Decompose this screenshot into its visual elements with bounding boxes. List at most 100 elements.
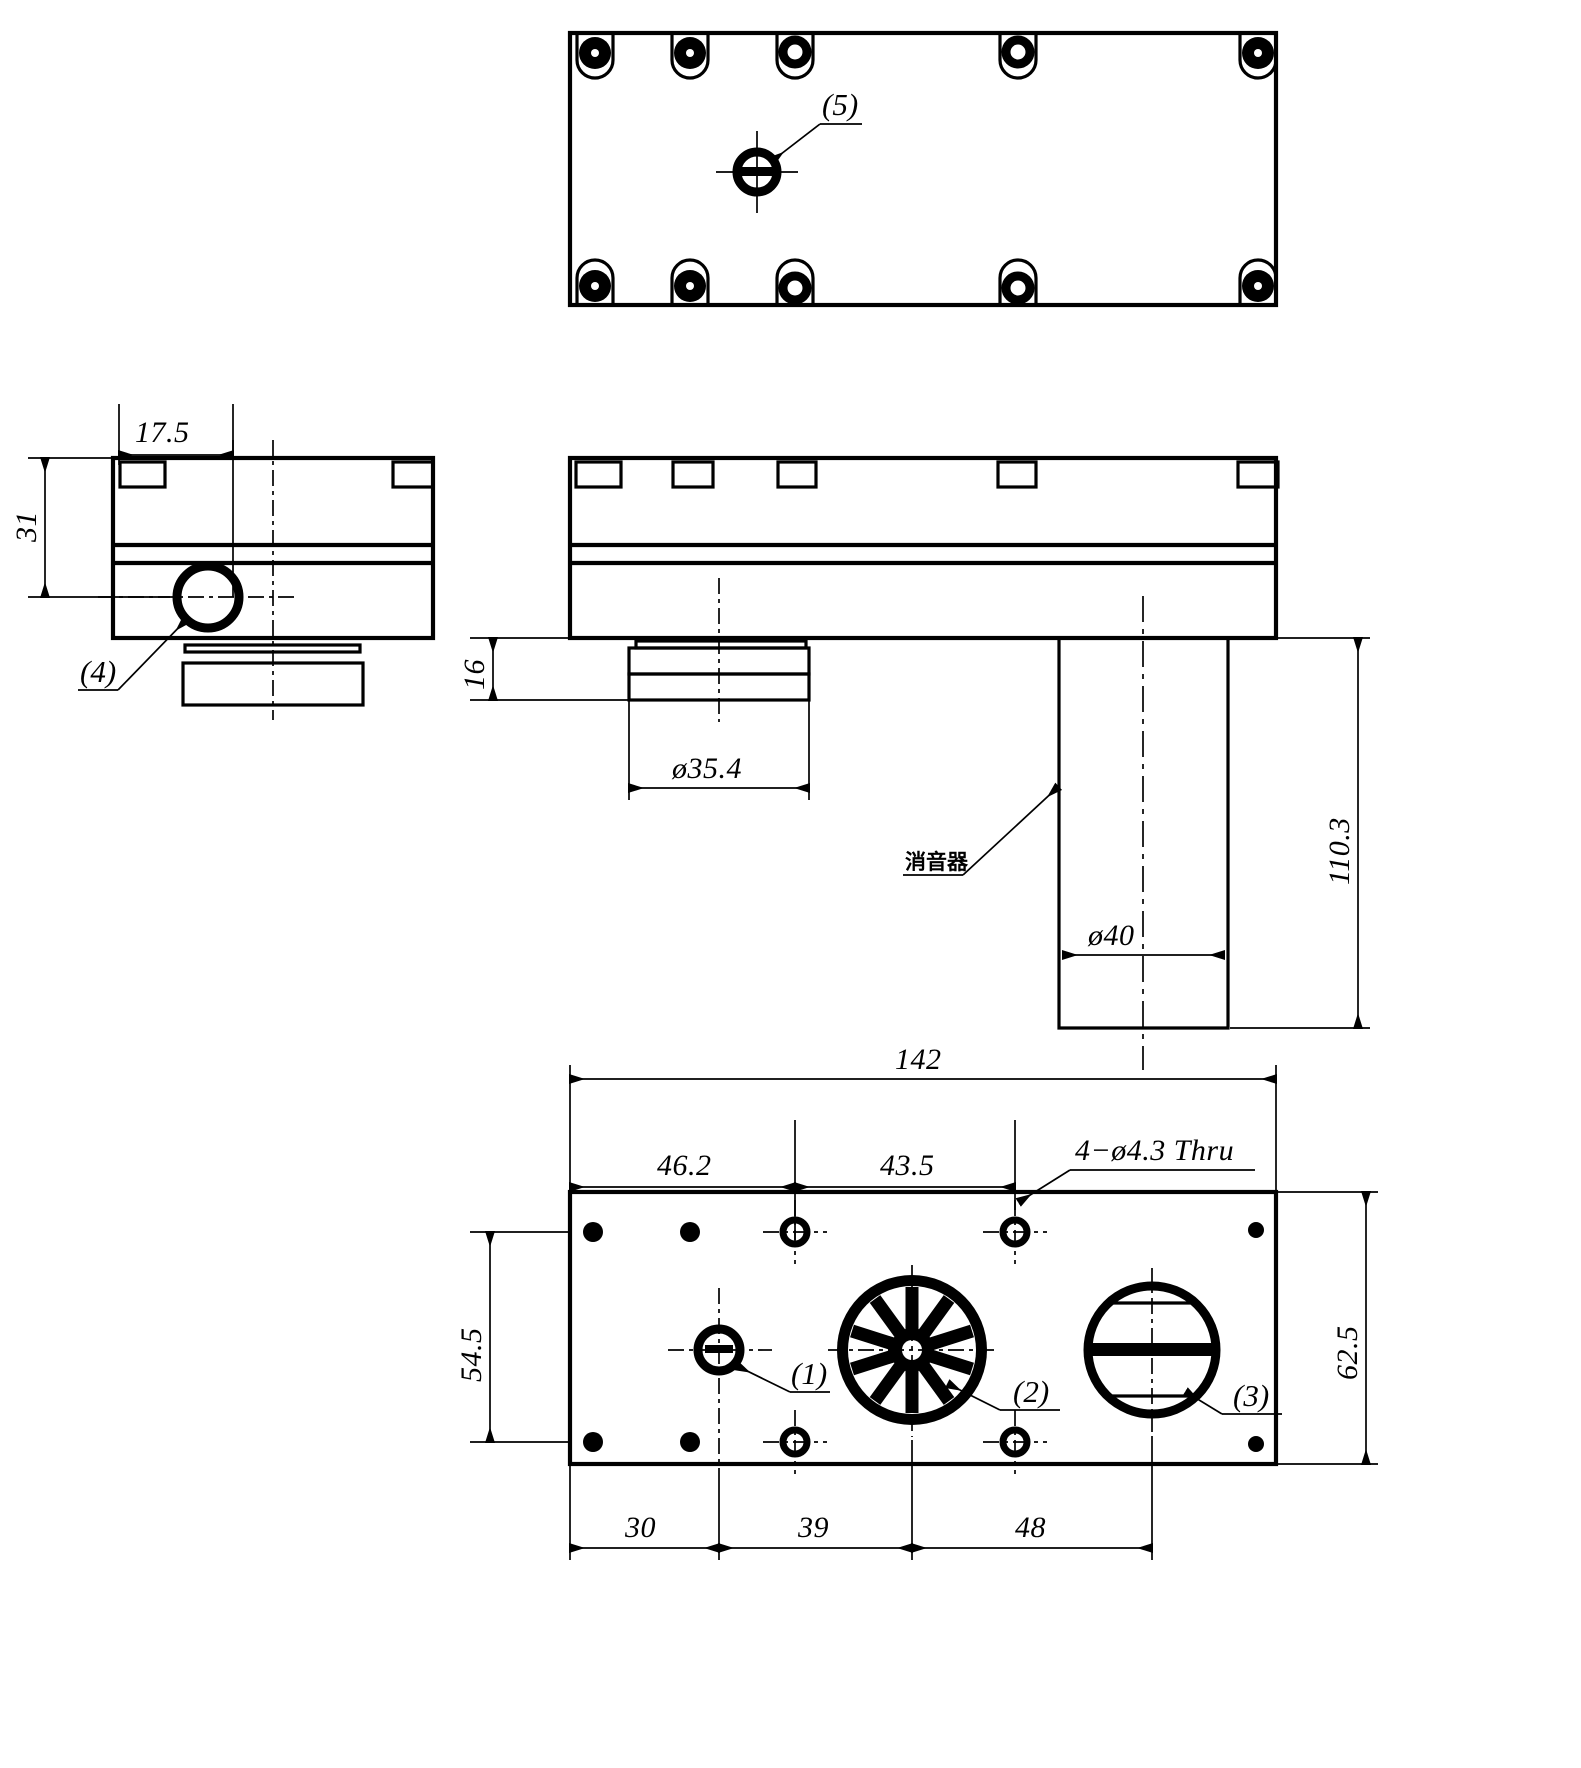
balloon-4-label: (4): [80, 654, 116, 689]
dim-chain-top-group: 46.2 43.5: [569, 1120, 1016, 1240]
front-view-port-spacer: [627, 578, 811, 722]
dim-62-5-label: 62.5: [1331, 1326, 1364, 1381]
boss-hole-4: [1001, 35, 1035, 69]
boss-slot-6: [575, 258, 615, 305]
muffler-annotation-group: 消音器: [903, 782, 1063, 876]
bottom-view-port-1: (1): [668, 1288, 830, 1470]
balloon-1-leader: [733, 1361, 791, 1393]
dim-48-label: 48: [1015, 1511, 1046, 1544]
boss-hole-3: [778, 35, 812, 69]
balloon-4-group: (4): [78, 615, 191, 691]
dim-chain-bottom-group: 30 39 48: [569, 1436, 1153, 1560]
dim-40-group: ø40: [1062, 919, 1225, 960]
left-side-view: 17.5 31 (4): [10, 404, 436, 720]
boss-slot-9: [998, 258, 1038, 305]
bottom-thru-hole-t1: [763, 1200, 827, 1264]
bottom-thru-hole-b1: [763, 1410, 827, 1474]
front-view-muffler-tube: [1057, 596, 1230, 1070]
side-view-body: [110, 455, 436, 641]
bottom-view-hole-row-lower: [583, 1410, 1264, 1474]
dim-16-label: 16: [458, 659, 491, 690]
front-view-body: [567, 455, 1279, 641]
bottom-hole-bl-1: [583, 1432, 603, 1452]
dim-54-5-group: 54.5: [455, 1231, 568, 1443]
bottom-hole-tr-1: [1248, 1222, 1264, 1238]
bottom-view-hole-row-upper: [583, 1200, 1264, 1264]
dim-30-label: 30: [624, 1511, 656, 1544]
boss-slot-3: [775, 33, 815, 80]
boss-hole-5-center: [1254, 49, 1262, 57]
dim-110-3-group: 110.3: [1230, 637, 1370, 1029]
dim-31-group: 31: [10, 457, 170, 598]
bottom-view-muffler-2: (2): [828, 1265, 1060, 1437]
boss-slot-1: [575, 33, 615, 80]
thru-note-label: 4−ø4.3 Thru: [1075, 1134, 1234, 1167]
top-view-boss-row-upper: [575, 33, 1278, 80]
balloon-5-group: (5): [768, 87, 862, 166]
dim-142-group: 142: [569, 1043, 1277, 1195]
dim-43-5-label: 43.5: [880, 1149, 935, 1182]
balloon-2-label: (2): [1013, 1374, 1049, 1409]
balloon-2-leader: [944, 1379, 1001, 1411]
boss-slot-5: [1238, 33, 1278, 80]
top-view-boss-row-lower: [575, 258, 1278, 305]
front-slot-4: [996, 460, 1038, 489]
boss-slot-8: [775, 258, 815, 305]
dim-62-5-group: 62.5: [1278, 1191, 1378, 1465]
boss-hole-1-center: [591, 49, 599, 57]
dim-35-4-group: ø35.4: [628, 700, 810, 800]
dim-142-label: 142: [895, 1043, 942, 1076]
boss-slot-7: [670, 258, 710, 305]
boss-hole-2-center: [686, 49, 694, 57]
muffler-label: 消音器: [905, 850, 969, 874]
front-slot-5: [1236, 460, 1280, 489]
bottom-view-outline: [567, 1189, 1279, 1467]
boss-slot-2: [670, 33, 710, 80]
dim-39-label: 39: [797, 1511, 829, 1544]
bottom-view: 142 46.2 43.5 4−ø4.3 Thru: [455, 1043, 1378, 1560]
dim-46-2-label: 46.2: [657, 1149, 712, 1182]
balloon-3-leader: [1182, 1387, 1223, 1415]
boss-hole-7-center: [686, 282, 694, 290]
bottom-view-port-3: (3): [1083, 1268, 1282, 1432]
boss-hole-8: [778, 271, 812, 305]
front-slot-1: [574, 460, 623, 489]
side-view-slot-left: [118, 460, 167, 489]
top-view: (5): [567, 30, 1279, 308]
balloon-5-label: (5): [822, 87, 858, 122]
bottom-thru-hole-b2: [983, 1410, 1047, 1474]
boss-slot-4: [998, 33, 1038, 80]
balloon-4-leader: [117, 615, 191, 691]
top-view-adjuster-screw: [716, 131, 798, 213]
dim-31-label: 31: [10, 511, 43, 543]
dim-40-label: ø40: [1087, 919, 1135, 952]
bottom-hole-br-1: [1248, 1436, 1264, 1452]
dim-54-5-label: 54.5: [455, 1328, 488, 1383]
port-3-circle: [1083, 1281, 1221, 1419]
boss-hole-9: [1001, 271, 1035, 305]
muffler-outline: [1057, 638, 1230, 1030]
bottom-thru-hole-t2: [983, 1200, 1047, 1264]
bottom-hole-tl-1: [583, 1222, 603, 1242]
thru-note-leader: [1015, 1169, 1071, 1207]
balloon-1-label: (1): [791, 1356, 827, 1391]
boss-hole-10-center: [1254, 282, 1262, 290]
dim-16-group: 16: [458, 637, 635, 701]
bottom-hole-bl-2: [680, 1432, 700, 1452]
side-view-slot-right: [391, 460, 435, 489]
screw-slot: [737, 167, 777, 176]
dim-17-5-group: 17.5: [118, 404, 234, 465]
balloon-5-leader: [768, 123, 821, 166]
side-view-gasket: [183, 643, 362, 654]
dim-35-4-label: ø35.4: [671, 752, 742, 785]
balloon-3-label: (3): [1233, 1378, 1269, 1413]
bottom-hole-tl-2: [680, 1222, 700, 1242]
note-4x43-thru-group: 4−ø4.3 Thru: [1015, 1134, 1255, 1207]
front-slot-2: [671, 460, 715, 489]
boss-slot-10: [1238, 258, 1278, 305]
muffler-leader: [962, 782, 1063, 876]
boss-hole-6-center: [591, 282, 599, 290]
front-view: 16 ø35.4 消音器 ø40 11: [458, 455, 1370, 1070]
